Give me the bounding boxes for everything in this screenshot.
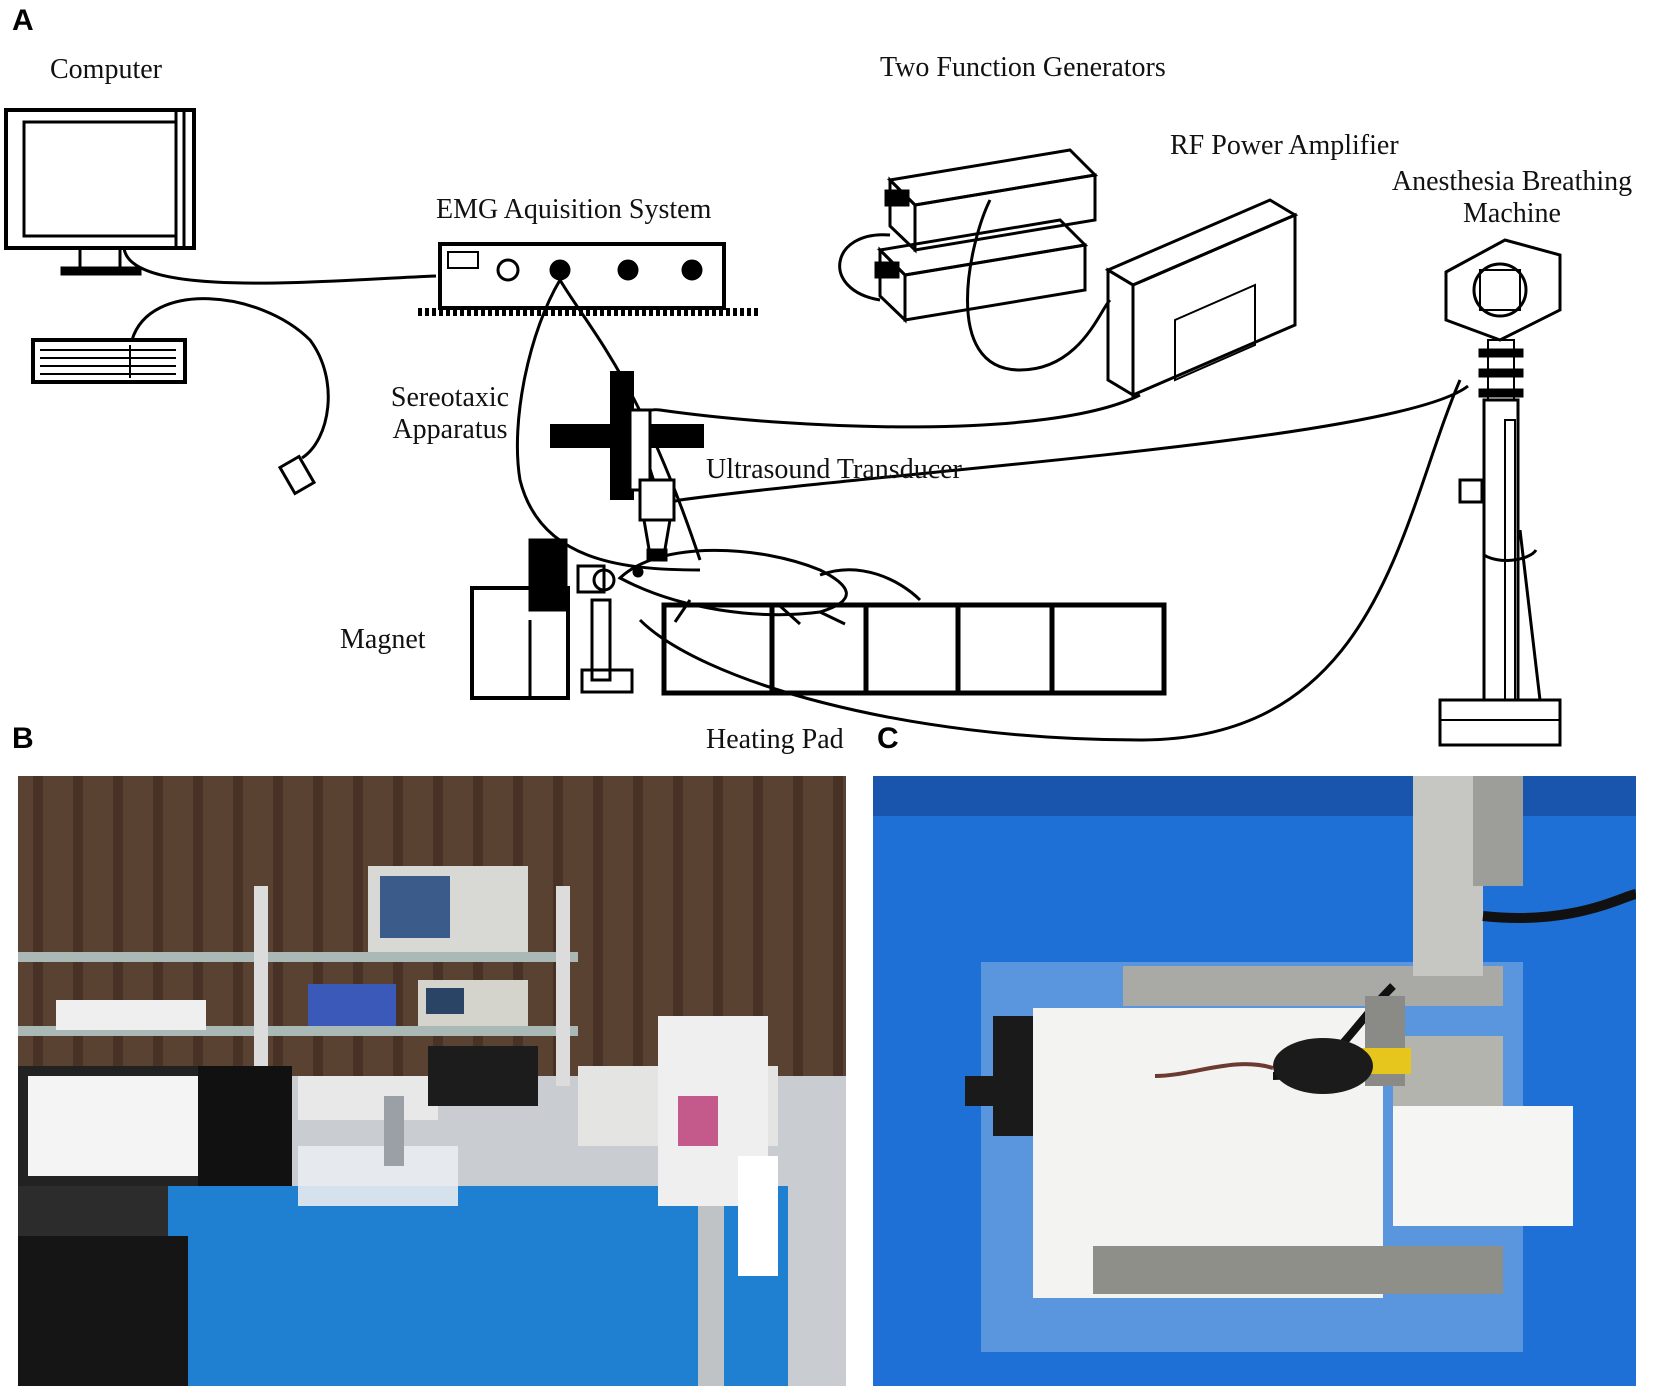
mouse-platform-photo [873, 776, 1636, 1386]
stereotaxic-label-line1: Sereotaxic [390, 382, 510, 413]
magnet-icon [470, 538, 634, 700]
mouse-animal-icon [617, 548, 922, 626]
panel-label-b: B [12, 722, 34, 755]
magnet-label: Magnet [340, 624, 426, 655]
keyboard-icon [31, 338, 187, 384]
rf-amplifier-icon [1104, 198, 1299, 398]
anesthesia-machine-icon [1438, 238, 1562, 747]
mouse-icon [277, 454, 317, 496]
ultrasound-transducer-icon [642, 518, 672, 562]
generators-label: Two Function Generators [880, 52, 1166, 83]
emg-label: EMG Aquisition System [436, 194, 712, 225]
heating-pad-icon [661, 602, 1167, 696]
panel-label-c: C [877, 722, 899, 755]
stereotaxic-label: Sereotaxic Apparatus [380, 382, 520, 446]
function-generators-icon [874, 148, 1099, 324]
heating-pad-label: Heating Pad [706, 724, 844, 755]
amplifier-label: RF Power Amplifier [1170, 130, 1399, 161]
emg-system-icon [418, 242, 758, 316]
panel-label-a: A [12, 4, 34, 37]
lab-setup-photo [18, 776, 846, 1386]
anesthesia-label-line2: Machine [1463, 198, 1561, 230]
setup-schematic [4, 108, 1562, 747]
transducer-label: Ultrasound Transducer [706, 454, 962, 485]
computer-monitor-icon [4, 108, 196, 276]
anesthesia-label: Anesthesia Breathing Machine [1370, 166, 1654, 230]
stereotaxic-label-line2: Apparatus [392, 414, 508, 446]
computer-label: Computer [50, 54, 162, 85]
stereotaxic-apparatus-icon [550, 371, 704, 522]
anesthesia-label-line1: Anesthesia Breathing [1391, 166, 1633, 197]
